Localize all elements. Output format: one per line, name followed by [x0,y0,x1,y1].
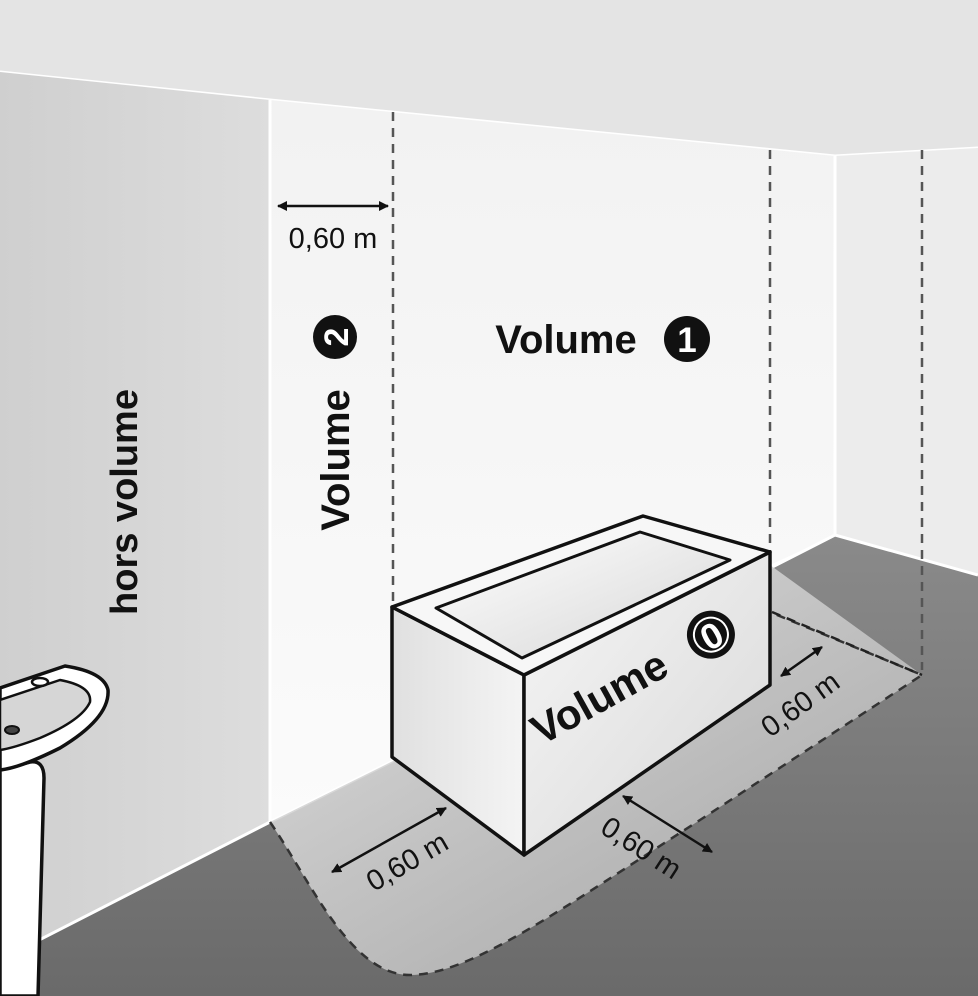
dim-front-arrow [622,794,713,854]
volume1-label: Volume 1 [495,316,710,362]
volume0-badge-ring [692,616,729,653]
volume2-badge [313,315,357,359]
dim-left-arrow [331,806,447,874]
washbasin-pedestal [0,760,46,996]
tub-right-dashed-line [771,610,923,677]
bathtub-basin [434,530,732,660]
ceiling [0,0,978,156]
volume2-label: Volume 2 [313,315,358,531]
washbasin-tap-hole [30,676,50,688]
washbasin [0,664,110,996]
dim-top-label: 0,60 m [289,223,378,255]
volume1-number: 1 [677,321,696,360]
washbasin-inner [0,678,92,752]
volume-zone-dashed-outline [268,610,925,977]
volume1-badge [664,316,710,362]
right-wall [835,148,978,575]
washbasin-drain [4,725,20,735]
volume2-word: Volume [314,389,358,531]
volume2-number: 2 [318,328,356,347]
volume1-word: Volume [495,318,637,362]
hors-volume-label: hors volume [104,389,146,615]
dim-right-arrow [780,645,823,678]
